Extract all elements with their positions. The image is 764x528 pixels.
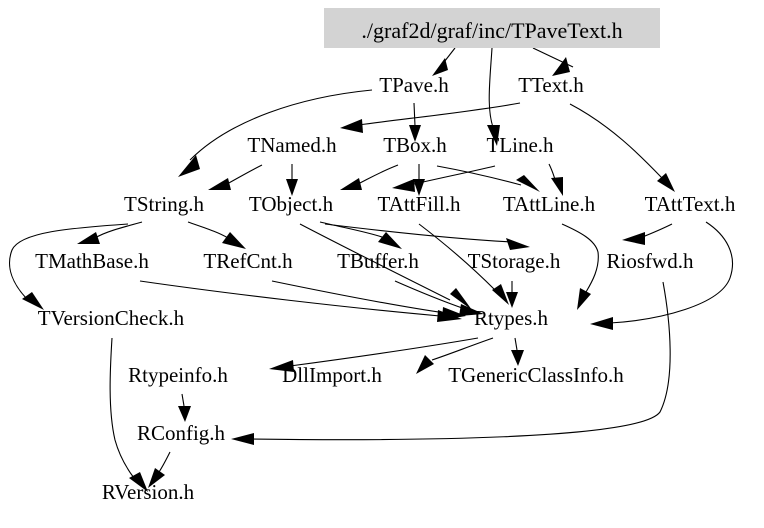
edge-tline-tattline: [548, 163, 563, 196]
edge-tobject-tbuffer: [319, 221, 402, 249]
node-tline-label: TLine.h: [486, 133, 554, 157]
edge-riosfwd-rconfig: [231, 281, 671, 445]
node-rversion[interactable]: RVersion.h: [102, 480, 195, 504]
node-tobject[interactable]: TObject.h: [249, 192, 334, 216]
edge-tobject-tstorage: [324, 223, 530, 250]
edge-tpavetext-tline: [487, 47, 500, 146]
edge-tatttext-riosfwd: [622, 223, 673, 245]
node-tpavetext[interactable]: ./graf2d/graf/inc/TPaveText.h: [324, 8, 660, 48]
edge-tline-tattfill: [392, 165, 496, 192]
node-tattline[interactable]: TAttLine.h: [503, 192, 596, 216]
node-tbox[interactable]: TBox.h: [383, 133, 447, 157]
node-dllimport[interactable]: DllImport.h: [282, 363, 382, 387]
edge-tstring-trefcnt: [187, 221, 246, 249]
node-tpave-label: TPave.h: [379, 73, 449, 97]
node-tpavetext-label: ./graf2d/graf/inc/TPaveText.h: [361, 18, 622, 43]
node-tline[interactable]: TLine.h: [486, 133, 554, 157]
edge-ttext-tatttext: [569, 103, 675, 192]
edge-tattline-rtypes: [561, 223, 599, 310]
node-tstring[interactable]: TString.h: [124, 192, 204, 216]
node-tmathbase[interactable]: TMathBase.h: [35, 249, 149, 273]
node-tversioncheck-label: TVersionCheck.h: [38, 306, 185, 330]
node-rtypes-label: Rtypes.h: [474, 306, 549, 330]
node-tpave[interactable]: TPave.h: [379, 73, 449, 97]
node-dllimport-label: DllImport.h: [282, 363, 382, 387]
edge-tpavetext-tpave: [432, 47, 456, 76]
node-rtypeinfo-label: Rtypeinfo.h: [128, 363, 228, 387]
edge-tnamed-tobject: [286, 164, 298, 196]
edge-tversioncheck-rversion: [109, 337, 148, 492]
edge-tnamed-tstring: [208, 164, 263, 190]
edge-tbox-tobject: [340, 164, 399, 190]
node-tstring-label: TString.h: [124, 192, 204, 216]
edge-tbox-tattline: [436, 165, 540, 192]
node-rtypeinfo[interactable]: Rtypeinfo.h: [128, 363, 228, 387]
node-rconfig-label: RConfig.h: [137, 421, 226, 445]
edge-tstring-tmathbase: [77, 221, 143, 244]
edge-rtypes-dllimport: [416, 337, 494, 374]
edge-tstorage-rtypes: [506, 281, 518, 308]
node-riosfwd-label: Riosfwd.h: [607, 249, 694, 273]
edge-tpave-tbox: [409, 102, 421, 142]
node-tbuffer[interactable]: TBuffer.h: [337, 249, 419, 273]
node-tattfill[interactable]: TAttFill.h: [378, 192, 461, 216]
node-tgenericclassinfo[interactable]: TGenericClassInfo.h: [448, 363, 624, 387]
node-ttext[interactable]: TText.h: [518, 73, 584, 97]
node-tgenericclassinfo-label: TGenericClassInfo.h: [448, 363, 624, 387]
edge-rtypeinfo-rconfig: [178, 393, 191, 422]
edge-rconfig-rversion: [148, 451, 171, 488]
node-tnamed-label: TNamed.h: [247, 133, 337, 157]
edge-ttext-tnamed: [340, 102, 521, 133]
node-rconfig[interactable]: RConfig.h: [137, 421, 226, 445]
edge-tattfill-rtypes: [418, 223, 509, 305]
node-tobject-label: TObject.h: [249, 192, 334, 216]
node-tmathbase-label: TMathBase.h: [35, 249, 149, 273]
node-layer: ./graf2d/graf/inc/TPaveText.h TPave.h TT…: [35, 8, 736, 504]
node-tnamed[interactable]: TNamed.h: [247, 133, 337, 157]
node-trefcnt[interactable]: TRefCnt.h: [203, 249, 293, 273]
edge-tpave-tstring: [178, 89, 373, 177]
node-rtypes[interactable]: Rtypes.h: [474, 306, 549, 330]
edge-trefcnt-rtypes: [271, 280, 466, 320]
node-tpavetext-box[interactable]: [324, 8, 660, 48]
node-trefcnt-label: TRefCnt.h: [203, 249, 293, 273]
edge-tstring-tversioncheck: [8, 223, 129, 310]
node-tbuffer-label: TBuffer.h: [337, 249, 419, 273]
node-tattline-label: TAttLine.h: [503, 192, 596, 216]
node-tattfill-label: TAttFill.h: [378, 192, 461, 216]
node-tbox-label: TBox.h: [383, 133, 447, 157]
node-rversion-label: RVersion.h: [102, 480, 195, 504]
edge-tatttext-rtypes: [590, 221, 734, 330]
node-tstorage-label: TStorage.h: [468, 249, 561, 273]
edge-layer: [8, 47, 734, 492]
node-tversioncheck[interactable]: TVersionCheck.h: [38, 306, 185, 330]
node-ttext-label: TText.h: [518, 73, 584, 97]
edge-tbuffer-rtypes: [394, 280, 484, 316]
node-riosfwd[interactable]: Riosfwd.h: [607, 249, 694, 273]
node-tatttext[interactable]: TAttText.h: [645, 192, 736, 216]
node-tatttext-label: TAttText.h: [645, 192, 736, 216]
edge-tpavetext-ttext: [532, 47, 574, 76]
edge-tobject-rtypes: [299, 223, 472, 310]
edge-rtypes-rtypeinfo: [269, 337, 479, 372]
edge-rtypes-tgenericclassinfo: [511, 337, 524, 366]
node-tstorage[interactable]: TStorage.h: [468, 249, 561, 273]
